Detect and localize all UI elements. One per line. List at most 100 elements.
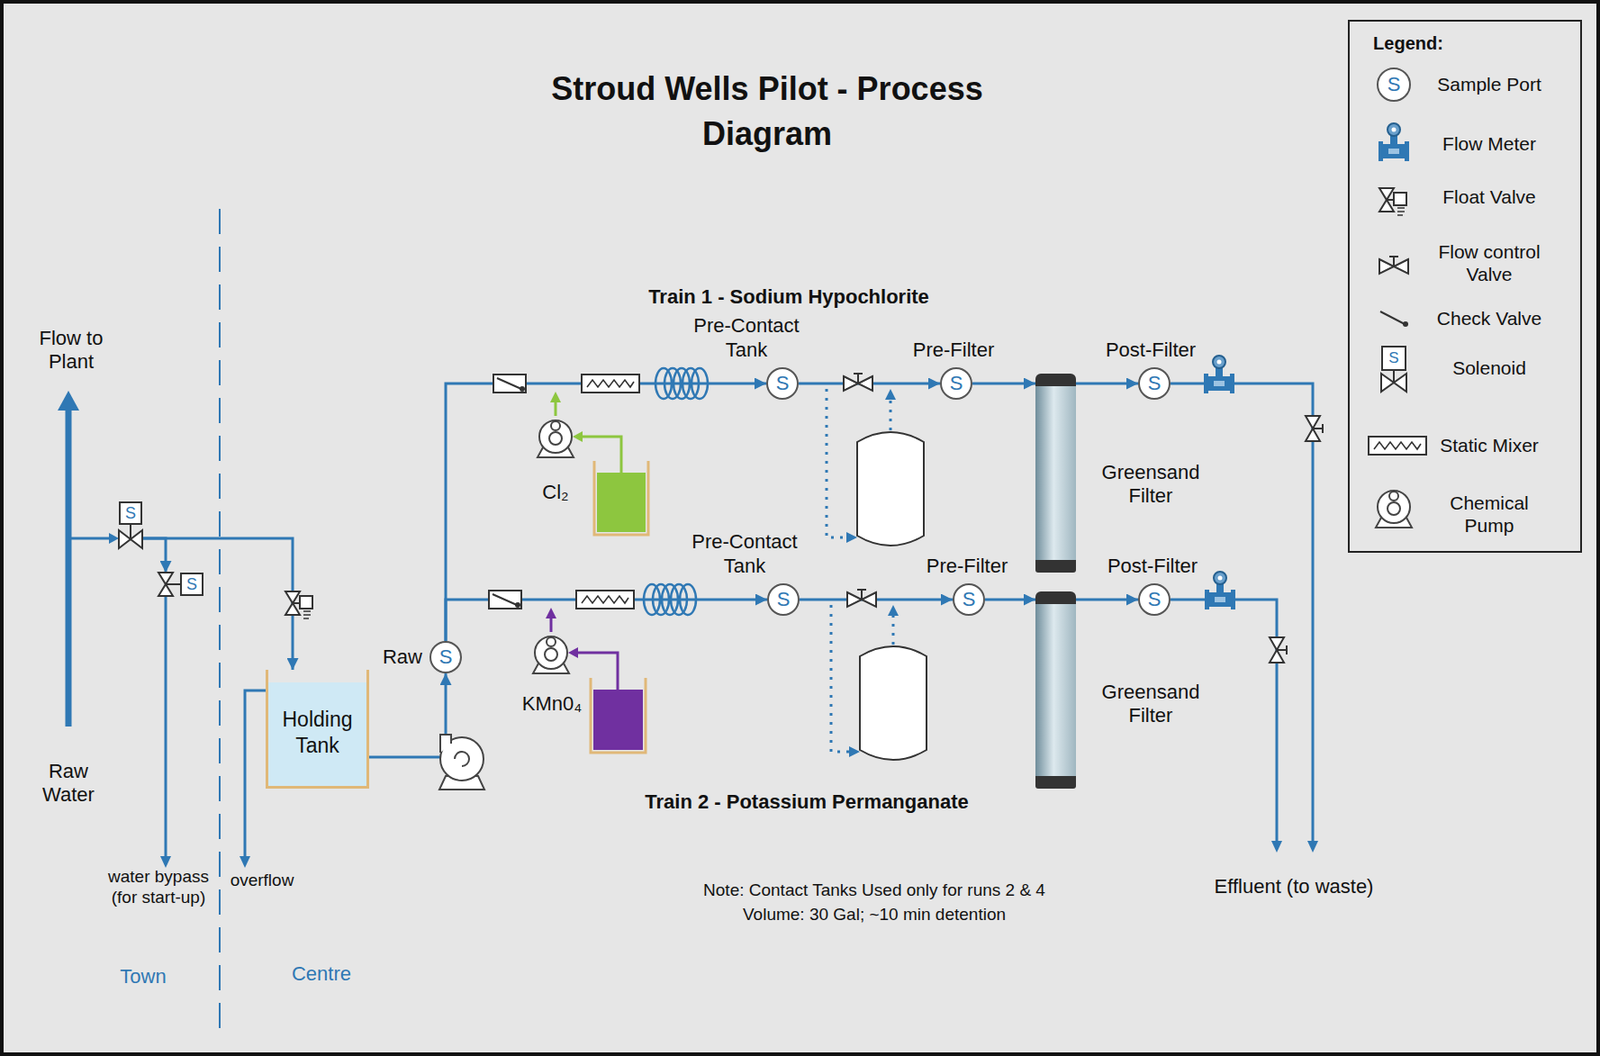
contact-coil bbox=[655, 368, 708, 399]
legend-label: Chemical Pump bbox=[1426, 491, 1553, 537]
contact-tank-arrows bbox=[885, 388, 896, 400]
overflow-pipe bbox=[244, 690, 266, 858]
chemical-pump bbox=[537, 420, 574, 458]
sample-symbol-text: S bbox=[962, 589, 977, 610]
symbol-letter: S bbox=[1388, 349, 1399, 368]
solenoid-symbol bbox=[1381, 346, 1407, 392]
static-mixer bbox=[576, 590, 634, 609]
boundary-line bbox=[218, 208, 221, 1036]
flow-control-valve bbox=[847, 589, 877, 607]
contact-tank-piping bbox=[831, 605, 851, 752]
chemical-pump-symbol bbox=[1375, 490, 1412, 528]
chlorine-feed bbox=[550, 391, 649, 535]
node-text: Holding Tank bbox=[271, 706, 363, 760]
pipe-connector bbox=[1075, 382, 1139, 386]
sample-port: SPre-Contact Tank bbox=[767, 583, 800, 616]
sample-port: SRaw bbox=[429, 641, 462, 674]
annotation: Cl₂ bbox=[542, 480, 569, 505]
legend-label: Static Mixer bbox=[1439, 433, 1539, 457]
legend-box bbox=[1348, 20, 1582, 552]
pipe-connector bbox=[369, 673, 446, 758]
node-heading: Greensand Filter bbox=[1095, 680, 1206, 729]
node-heading: Post-Filter bbox=[1105, 338, 1196, 362]
legend-label: Check Valve bbox=[1437, 307, 1542, 330]
solenoid-symbol bbox=[1392, 370, 1395, 383]
annotation: Legend: bbox=[1373, 32, 1444, 55]
pipe-connector bbox=[972, 382, 1036, 386]
contact-coil bbox=[643, 584, 697, 615]
sample-symbol-text: S bbox=[439, 647, 453, 668]
sample-port-symbol bbox=[1377, 68, 1411, 101]
feed-pump bbox=[440, 734, 452, 753]
static-mixer bbox=[581, 374, 640, 393]
sample-port: SPost-Filter bbox=[1138, 583, 1171, 616]
overflow-pipe bbox=[239, 690, 266, 868]
solenoid-symbol bbox=[1381, 373, 1394, 392]
permanganate-feed bbox=[593, 689, 643, 751]
effluent-valve bbox=[1269, 637, 1287, 663]
check-valve bbox=[493, 374, 526, 393]
flow-meter bbox=[1203, 355, 1235, 394]
overflow-pipe bbox=[239, 856, 251, 868]
sample-port: SPost-Filter bbox=[1138, 367, 1171, 400]
feed-pump bbox=[439, 734, 485, 790]
annotation: Centre bbox=[291, 962, 352, 986]
contact-tank-arrows bbox=[846, 532, 858, 543]
holding-tank: Holding Tank bbox=[265, 669, 370, 789]
annotation: Town bbox=[119, 965, 166, 989]
float-valve-symbol bbox=[1379, 188, 1407, 216]
feed-pump bbox=[454, 751, 470, 767]
sample-port: SPre-Contact Tank bbox=[766, 367, 799, 400]
check-valve-symbol bbox=[1380, 311, 1405, 325]
annotation: Effluent (to waste) bbox=[1214, 875, 1375, 899]
chlorine-feed bbox=[550, 391, 561, 403]
sample-symbol-text: S bbox=[180, 572, 204, 597]
contact-tank-arrows bbox=[849, 746, 860, 758]
sample-symbol-text: S bbox=[949, 373, 964, 394]
pipe-connector bbox=[1075, 598, 1139, 602]
contact-tank-piping bbox=[889, 399, 893, 431]
pipe-connector bbox=[445, 383, 767, 642]
chemical-pump bbox=[533, 636, 570, 674]
bypass-pipe bbox=[164, 596, 168, 858]
raw-water-main bbox=[68, 537, 112, 541]
train-heading: Train 1 - Sodium Hypochlorite bbox=[648, 285, 930, 309]
sample-symbol-text: S bbox=[1148, 589, 1162, 610]
effluent-piping bbox=[1307, 840, 1319, 853]
node-heading: Greensand Filter bbox=[1095, 461, 1206, 509]
flow-meter bbox=[1204, 571, 1236, 610]
effluent-valve bbox=[1305, 415, 1323, 442]
raw-water-main bbox=[108, 533, 119, 544]
chlorine-feed bbox=[554, 400, 558, 416]
static-mixer-symbol bbox=[1368, 436, 1427, 455]
sample-symbol-text: S bbox=[118, 501, 143, 525]
effluent-piping bbox=[1170, 383, 1313, 842]
legend-label: Sample Port bbox=[1437, 72, 1542, 96]
permanganate-feed bbox=[545, 607, 557, 619]
check-valve bbox=[488, 590, 522, 609]
train-heading: Train 2 - Potassium Permanganate bbox=[644, 790, 968, 814]
raw-water-main bbox=[57, 390, 80, 411]
sample-port: SPre-Filter bbox=[952, 583, 986, 616]
greensand-filter: Greensand Filter bbox=[1035, 591, 1076, 789]
effluent-piping bbox=[1170, 383, 1319, 853]
annotation: Raw Water bbox=[27, 759, 109, 808]
node-heading: Post-Filter bbox=[1107, 554, 1198, 579]
float-valve bbox=[285, 591, 313, 619]
chlorine-feed bbox=[579, 436, 622, 473]
pipe-connector bbox=[143, 538, 166, 573]
permanganate-feed bbox=[568, 647, 579, 659]
symbol-letter: S bbox=[1387, 72, 1402, 97]
legend-label: Float Valve bbox=[1442, 185, 1537, 208]
contact-tank-arrows bbox=[887, 605, 899, 616]
check-valve-symbol bbox=[1402, 321, 1409, 327]
solenoid-symbol bbox=[1393, 373, 1407, 392]
check-valve-symbol bbox=[1380, 311, 1409, 327]
raw-water-main bbox=[65, 406, 73, 727]
greensand-filter: Greensand Filter bbox=[1035, 373, 1076, 573]
pipe-connector bbox=[985, 598, 1036, 602]
annotation: Flow to Plant bbox=[35, 326, 108, 375]
sample-symbol-text: S bbox=[777, 589, 791, 610]
node-heading: Pre-Contact Tank bbox=[687, 314, 806, 362]
